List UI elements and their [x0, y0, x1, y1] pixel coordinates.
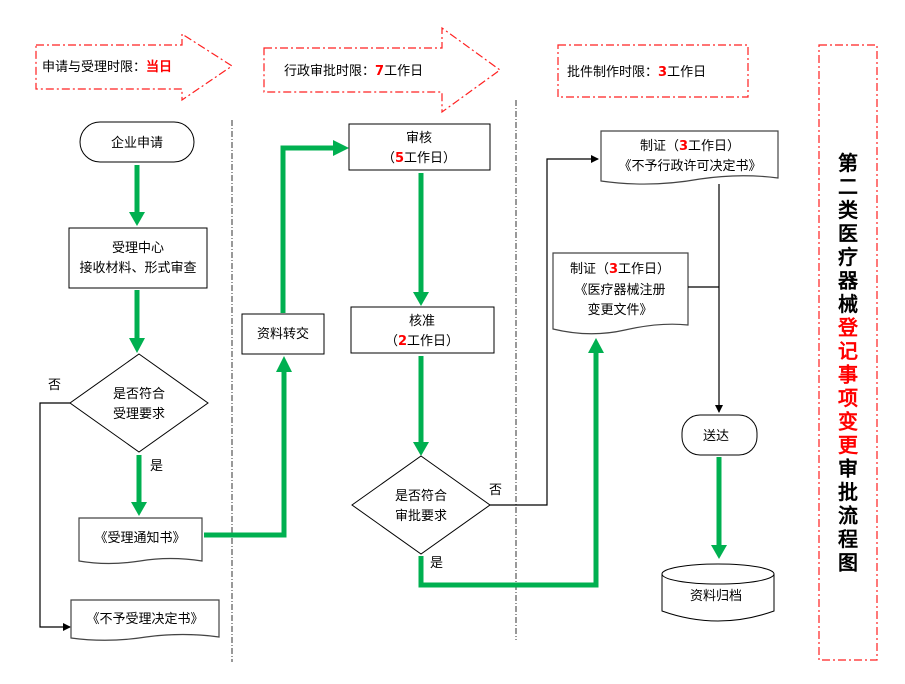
arrow-review-to-approve	[413, 292, 429, 306]
node-archive: 资料归档	[661, 563, 775, 622]
node-acceptance-notice: 《受理通知书》	[78, 517, 203, 565]
node-approve-open: （	[385, 334, 398, 349]
node-acceptance-center-line2: 接收材料、形式审查	[79, 260, 196, 276]
node-material-transfer: 资料转交	[241, 313, 325, 355]
node-approve: 核准 （2工作日）	[350, 306, 495, 354]
banner-accept-label: 申请与受理时限：	[42, 60, 146, 75]
svg-text:行政审批时限：7工作日: 行政审批时限：7工作日	[284, 64, 423, 79]
banner-issue-suffix: 工作日	[667, 65, 706, 80]
vertical-title-char: 项	[838, 386, 858, 410]
arrow-apply-to-center	[129, 212, 145, 226]
vertical-title-char: 器	[837, 269, 859, 293]
vertical-title-char: 医	[838, 222, 858, 246]
svg-text:批件制作时限：3工作日: 批件制作时限：3工作日	[567, 65, 706, 80]
banner-admin-label: 行政审批时限：	[284, 64, 375, 79]
arrow-notice-to-transfer	[276, 356, 292, 372]
banner-admin-value: 7	[375, 64, 384, 79]
node-archive-label: 资料归档	[690, 589, 742, 604]
vertical-title-char: 疗	[838, 245, 858, 269]
vertical-title-char: 二	[838, 175, 858, 199]
banner-issue-value: 3	[658, 65, 667, 80]
node-change-cert-days: 3	[609, 262, 618, 277]
vertical-title-char: 事	[838, 363, 858, 387]
edge-label-no-2: 否	[489, 483, 502, 498]
banner-issue-label: 批件制作时限：	[567, 65, 658, 80]
banner-admin-time-limit: 行政审批时限：7工作日	[263, 26, 502, 114]
decision-acceptance-requirements: 是否符合 受理要求	[69, 353, 209, 453]
vertical-title-char: 图	[838, 551, 858, 575]
node-acceptance-center-line1: 受理中心	[112, 241, 164, 256]
node-material-transfer-label: 资料转交	[257, 326, 309, 342]
decision-approval-requirements: 是否符合 审批要求	[351, 455, 491, 555]
vertical-title-char: 第	[838, 151, 858, 175]
node-deliver-label: 送达	[703, 429, 729, 444]
svg-text:申请与受理时限：当日: 申请与受理时限：当日	[42, 59, 172, 75]
arrow-transfer-to-review	[333, 140, 349, 156]
node-review-close: 工作日）	[404, 151, 456, 166]
decision-1-line1: 是否符合	[113, 386, 165, 402]
vertical-title-char: 类	[838, 198, 858, 222]
edge-label-yes-2: 是	[430, 556, 443, 571]
arrow-center-to-check	[129, 338, 145, 353]
arrow-check-to-reject	[39, 402, 71, 631]
vertical-title-char: 批	[838, 480, 858, 504]
decision-2-line2: 审批要求	[395, 509, 447, 524]
node-change-certificate: 制证（3工作日） 《医疗器械注册 变更文件》	[552, 252, 689, 335]
node-change-cert-doc2: 变更文件》	[587, 302, 652, 318]
node-deny-cert-suffix: 工作日）	[688, 139, 740, 154]
node-change-cert-doc1: 《医疗器械注册	[574, 283, 665, 298]
vertical-title-char: 变	[838, 410, 858, 434]
node-review-open: （	[382, 151, 395, 166]
node-review-days: 5	[395, 151, 404, 166]
node-approve-days: 2	[398, 334, 407, 349]
node-enterprise-apply-label: 企业申请	[111, 135, 163, 151]
arrow-approve-to-check	[413, 442, 429, 456]
svg-text:制证（3工作日）: 制证（3工作日）	[570, 262, 670, 277]
node-deny-certificate: 制证（3工作日） 《不予行政许可决定书》	[600, 130, 779, 185]
decision-1-line2: 受理要求	[113, 407, 165, 422]
banner-admin-suffix: 工作日	[384, 64, 423, 79]
decision-2-line1: 是否符合	[395, 488, 447, 504]
node-review: 审核 （5工作日）	[348, 123, 491, 171]
arrow-check-to-change-cert	[588, 338, 604, 353]
node-acceptance-center: 受理中心 接收材料、形式审查	[68, 227, 208, 289]
vertical-title-char: 审	[838, 457, 858, 481]
vertical-title-char: 械	[838, 292, 858, 316]
node-change-cert-prefix: 制证（	[570, 262, 609, 277]
node-review-line1: 审核	[406, 131, 432, 146]
banner-accept-time-limit: 申请与受理时限：当日	[35, 32, 234, 102]
node-approve-line1: 核准	[409, 314, 435, 329]
svg-text:（2工作日）: （2工作日）	[385, 334, 459, 349]
node-acceptance-notice-label: 《受理通知书》	[94, 530, 185, 546]
vertical-title-char: 记	[838, 339, 858, 363]
banner-issue-time-limit: 批件制作时限：3工作日	[557, 44, 749, 98]
node-approve-close: 工作日）	[407, 334, 459, 349]
vertical-title-char: 程	[838, 527, 858, 551]
node-change-cert-suffix: 工作日）	[618, 262, 670, 277]
svg-text:制证（3工作日）: 制证（3工作日）	[640, 139, 740, 154]
node-rejection-decision: 《不予受理决定书》	[70, 599, 220, 641]
edge-label-yes-1: 是	[150, 459, 163, 474]
vertical-title-char: 流	[838, 504, 858, 528]
arrow-deliver-to-archive	[711, 545, 727, 559]
node-deny-cert-prefix: 制证（	[640, 139, 679, 154]
arrow-check-to-notice	[131, 502, 147, 516]
svg-text:（5工作日）: （5工作日）	[382, 151, 456, 166]
edge-label-no-1: 否	[48, 378, 61, 393]
node-rejection-decision-label: 《不予受理决定书》	[86, 612, 203, 627]
node-deliver: 送达	[681, 414, 758, 456]
vertical-title-char: 更	[838, 433, 859, 457]
vertical-title-char: 登	[837, 316, 859, 340]
node-enterprise-apply: 企业申请	[79, 121, 195, 163]
node-deny-cert-days: 3	[679, 139, 688, 154]
node-deny-cert-doc: 《不予行政许可决定书》	[618, 159, 761, 174]
arrow-check-to-deny-cert	[490, 155, 599, 506]
banner-accept-value: 当日	[146, 59, 172, 75]
